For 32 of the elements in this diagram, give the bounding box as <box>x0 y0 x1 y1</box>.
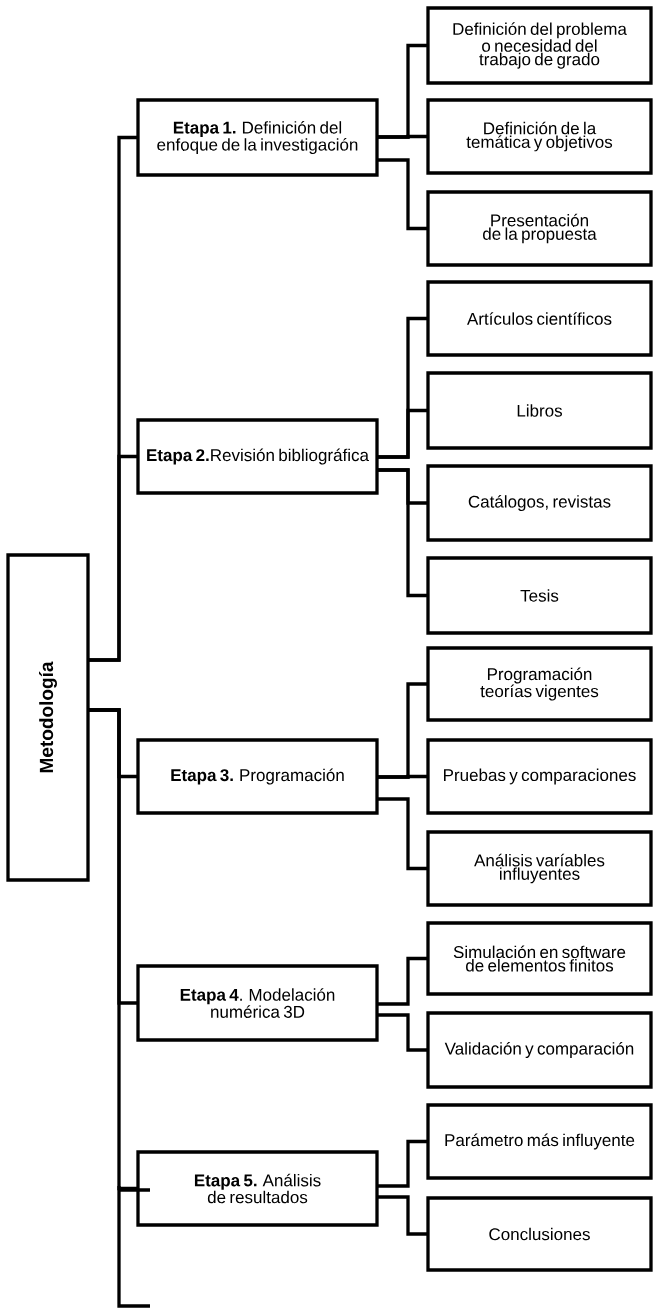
stage-box: Etapa 4. Modelación numérica 3D <box>136 964 379 1042</box>
activity-box: Tesis <box>426 556 653 635</box>
activity-box: Artículos científicos <box>426 280 653 357</box>
connector <box>377 158 428 231</box>
connector <box>377 134 428 139</box>
connector <box>377 408 428 459</box>
stage-box: Etapa 2.Revisión bibliográfica <box>136 418 379 495</box>
connector <box>88 708 138 1191</box>
activity-box: Conclusiones <box>426 1196 653 1272</box>
activity-box: Simulación en software de elementos finitos <box>426 921 653 996</box>
connector <box>88 454 138 662</box>
activity-box: Validación y comparación <box>426 1011 653 1089</box>
connector <box>377 774 428 779</box>
connector <box>377 468 428 598</box>
activity-box: Catálogos, revistas <box>426 464 653 542</box>
connector <box>377 1195 428 1236</box>
title-box: Metodología <box>6 553 90 882</box>
stage-box: Etapa 1. Definición del enfoque de la investigación <box>136 98 379 177</box>
activity-box: Análisis varíables influyentes <box>426 830 653 907</box>
connector <box>377 1013 428 1052</box>
connector <box>377 1139 428 1188</box>
activity-box: Pruebas y comparaciones <box>426 738 653 815</box>
activity-box: Programación teorías vigentes <box>426 646 653 722</box>
activity-box: Parámetro más influyente <box>426 1103 653 1180</box>
activity-box: Definición del problema o necesidad del trabajo de grado <box>426 6 653 85</box>
activity-box: Libros <box>426 371 653 450</box>
activity-box: Presentación de la propuesta <box>426 190 653 267</box>
connector <box>377 956 428 1006</box>
connector <box>377 797 428 871</box>
activity-box: Definición de la temática y objetivos <box>426 98 653 175</box>
stage-box: Etapa 3. Programación <box>136 738 379 815</box>
stage-box: Etapa 5. Análisis de resultados <box>136 1150 379 1227</box>
